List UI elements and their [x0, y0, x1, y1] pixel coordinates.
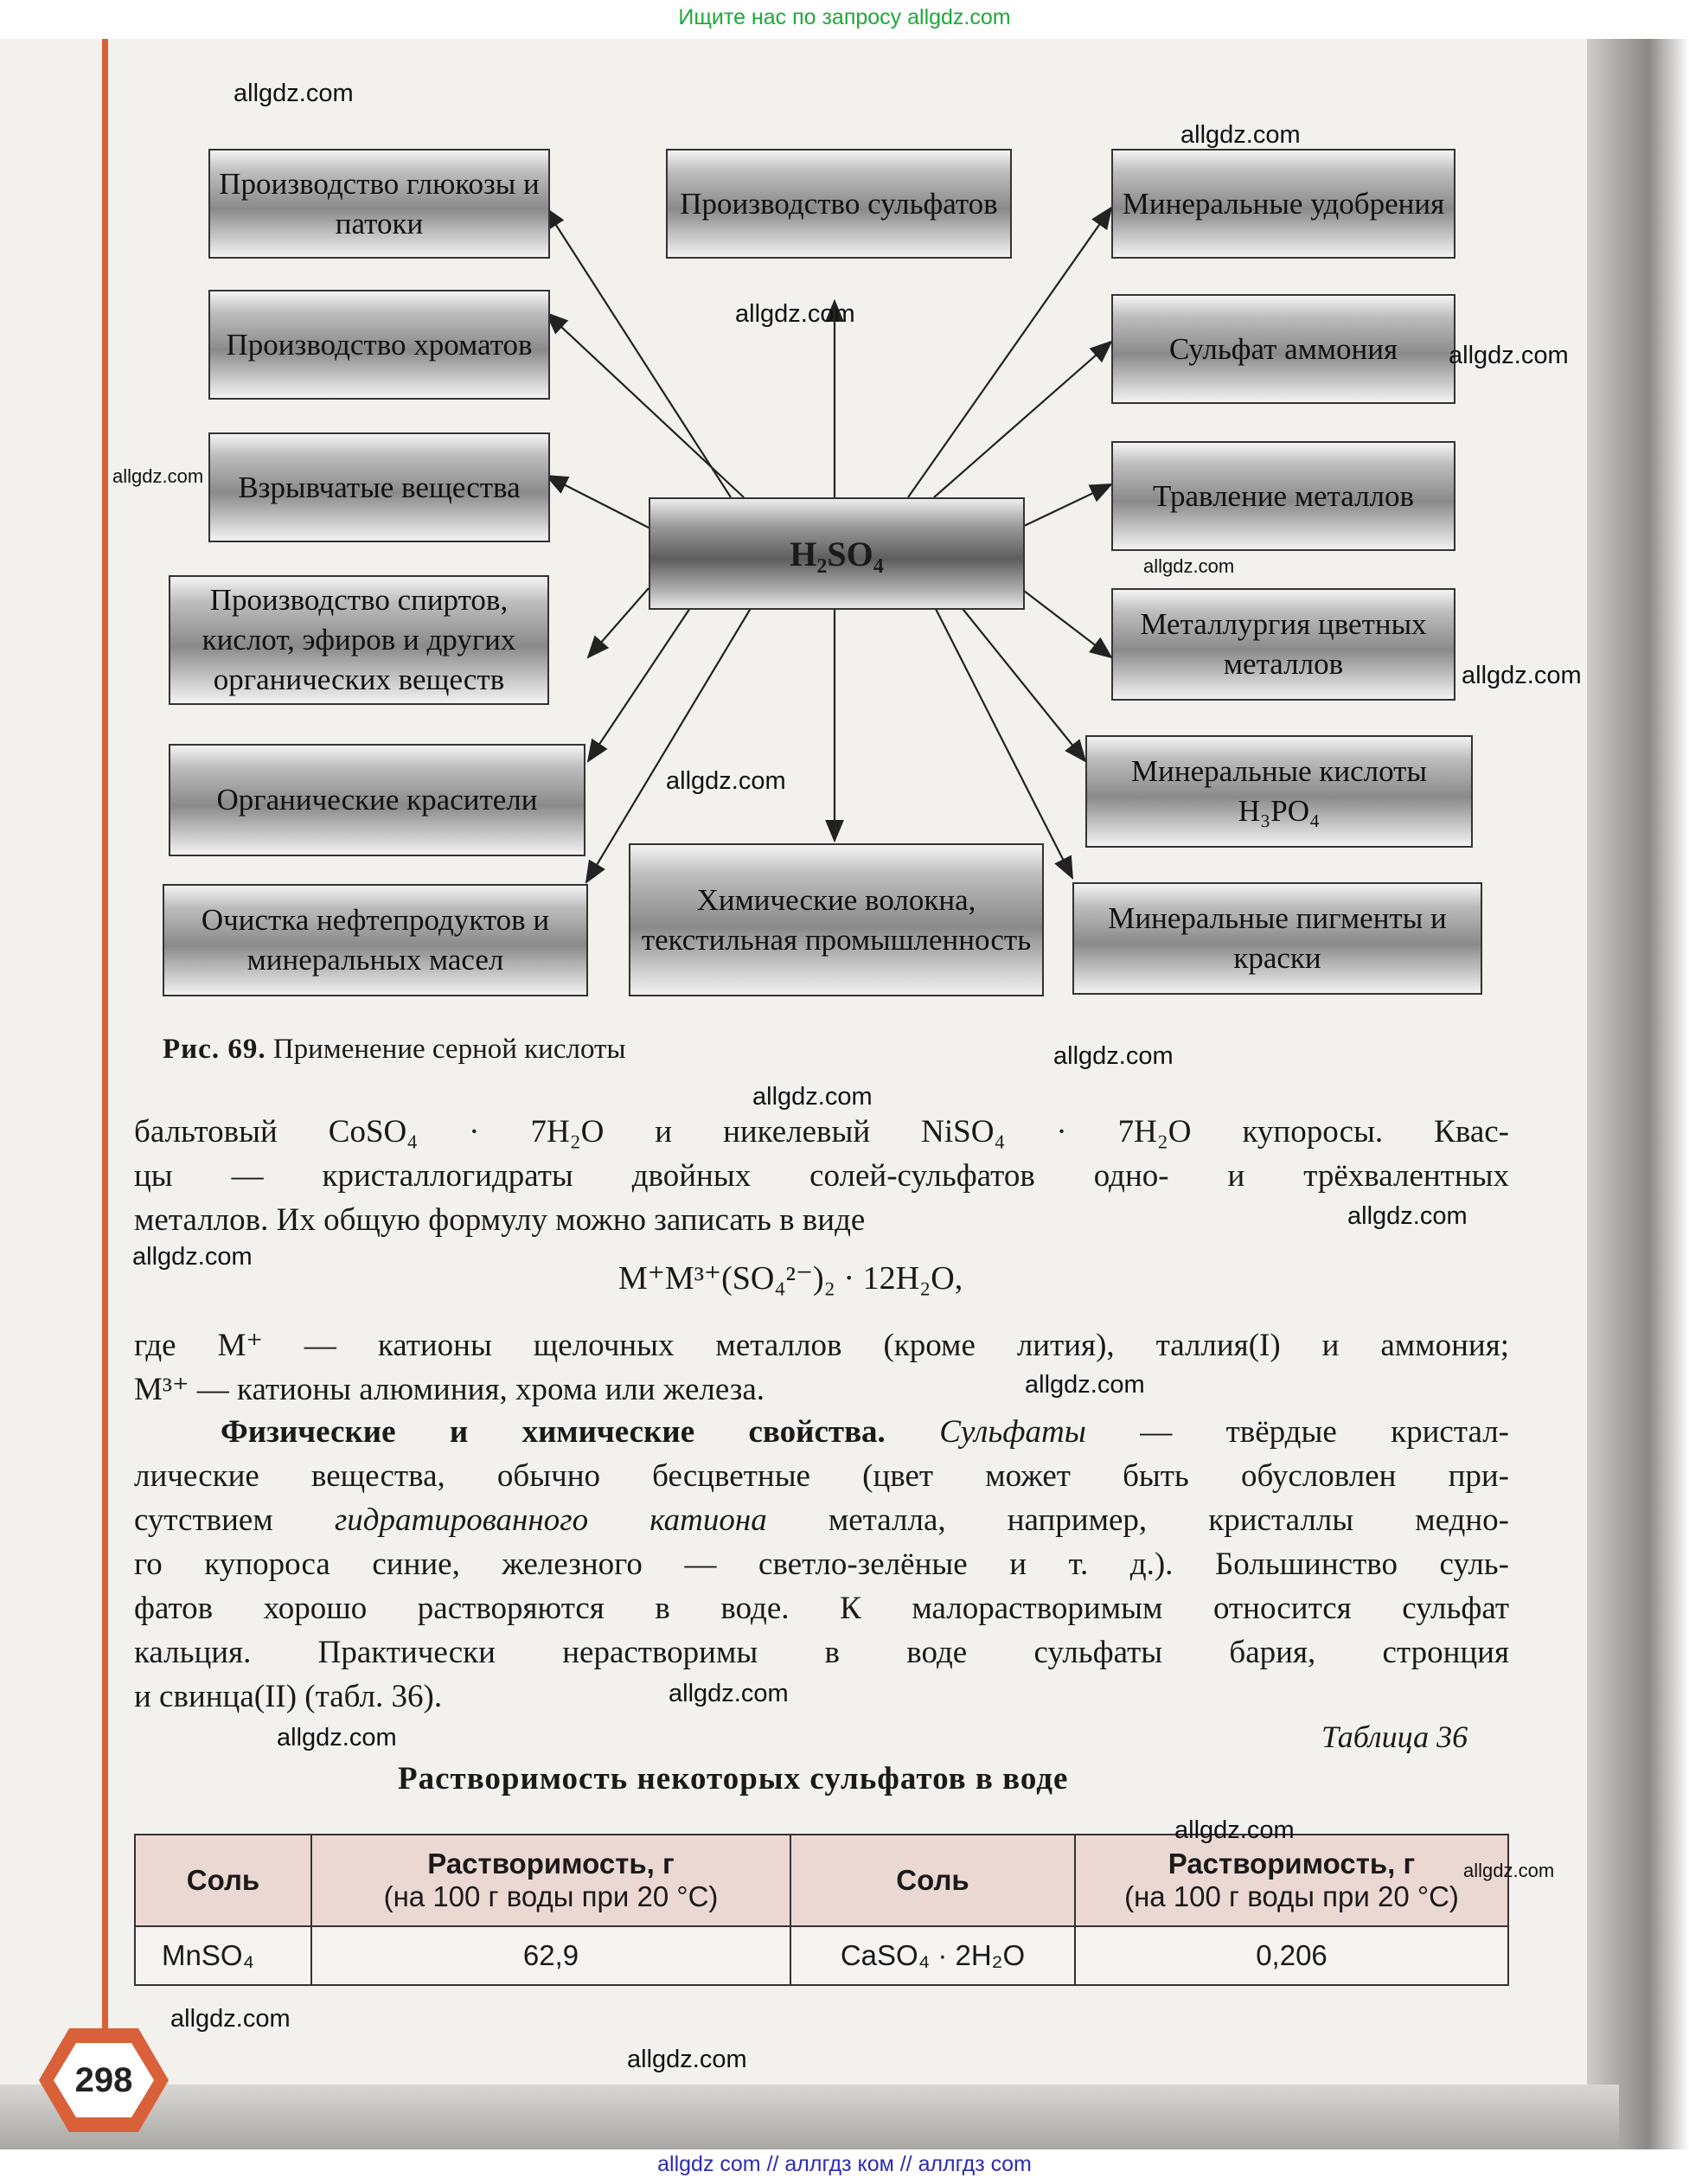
page-edge-shadow	[1587, 39, 1689, 2149]
page-bottom-band	[0, 2085, 1619, 2149]
watermark: allgdz.com	[1143, 555, 1235, 577]
text-line: го купороса синие, железного — светло-зе…	[134, 1547, 1509, 1582]
watermark: allgdz.com	[112, 465, 204, 487]
watermark: allgdz.com	[1462, 662, 1582, 689]
cell-solubility: 0,206	[1074, 1925, 1509, 1986]
watermark: allgdz.com	[1174, 1816, 1295, 1844]
box-organic-production: Производство спиртов, кислот, эфиров и д…	[169, 575, 549, 705]
term-hydrated-cation: гидратированного катиона	[334, 1502, 767, 1538]
hexagon-icon	[39, 2028, 169, 2132]
watermark: allgdz.com	[735, 300, 855, 328]
watermark: allgdz.com	[1449, 342, 1569, 369]
solubility-table: Соль Растворимость, г (на 100 г воды при…	[134, 1834, 1509, 1986]
cell-salt: CaSO₄ · 2H₂O	[790, 1925, 1076, 1986]
text-line: бальтовый CoSO₄ · 7H₂O и никелевый NiSO₄…	[134, 1114, 1509, 1150]
box-mineral-fertilizers: Минеральные удобрения	[1111, 149, 1455, 259]
text-line: цы — кристаллогидраты двойных солей-суль…	[134, 1158, 1509, 1194]
term-sulfates: Сульфаты	[939, 1414, 1086, 1450]
box-chromates-production: Производство хроматов	[208, 290, 550, 400]
watermark: allgdz.com	[627, 2046, 747, 2073]
page-number-badge: 298	[35, 2024, 173, 2136]
cell-salt: MnSO₄	[134, 1925, 312, 1986]
watermark: allgdz.com	[277, 1724, 397, 1752]
watermark: allgdz.com	[170, 2005, 291, 2033]
box-mineral-pigments: Минеральные пигменты и краски	[1072, 882, 1482, 995]
text-line: и свинца(II) (табл. 36).	[134, 1679, 443, 1714]
box-organic-dyes: Органические красители	[169, 744, 585, 856]
cell-solubility: 62,9	[310, 1925, 791, 1986]
watermark: allgdz.com	[1347, 1202, 1468, 1230]
text-line: где M⁺ — катионы щелочных металлов (кром…	[134, 1328, 1509, 1363]
watermark: allgdz.com	[132, 1243, 253, 1271]
figure-caption: Рис. 69. Применение серной кислоты	[163, 1034, 626, 1066]
paragraph-properties: Физические и химические свойства. Сульфа…	[134, 1410, 1509, 1719]
box-oil-refining: Очистка нефтепродуктов и минеральных мас…	[163, 884, 588, 996]
text-line: металлов. Их общую формулу можно записат…	[134, 1202, 866, 1238]
text-line: Физические и химические свойства. Сульфа…	[221, 1414, 1509, 1450]
table-header-row: Соль Растворимость, г (на 100 г воды при…	[134, 1834, 1509, 1927]
paragraph-vitriols: бальтовый CoSO₄ · 7H₂O и никелевый NiSO₄…	[134, 1110, 1509, 1242]
watermark: allgdz.com	[669, 1680, 789, 1707]
text-line: сутствием гидратированного катиона метал…	[134, 1502, 1509, 1538]
header-salt: Соль	[790, 1834, 1076, 1927]
page-number: 298	[74, 2060, 133, 2099]
text-line: кальция. Практически нерастворимы в воде…	[134, 1635, 1509, 1670]
header-salt: Соль	[134, 1834, 312, 1927]
figure-caption-text: Применение серной кислоты	[266, 1034, 626, 1065]
box-chemical-fibers: Химические волокна, текстильная промышле…	[629, 843, 1044, 996]
box-metal-pickling: Травление металлов	[1111, 441, 1455, 551]
table-title: Растворимость некоторых сульфатов в воде	[398, 1761, 1069, 1797]
header-solubility: Растворимость, г (на 100 г воды при 20 °…	[310, 1834, 791, 1927]
box-ammonium-sulfate: Сульфат аммония	[1111, 294, 1455, 404]
section-heading: Физические и химические свойства.	[221, 1414, 886, 1450]
box-glucose-production: Производство глюкозы и патоки	[208, 149, 550, 259]
watermark: allgdz.com	[1180, 121, 1301, 149]
watermark: allgdz.com	[666, 767, 786, 795]
watermark: allgdz.com	[1025, 1371, 1145, 1399]
text-line: M³⁺ — катионы алюминия, хрома или железа…	[134, 1372, 765, 1407]
text-line: фатов хорошо растворяются в воде. К мало…	[134, 1591, 1509, 1626]
center-h2so4: H₂SO₄	[649, 497, 1025, 610]
footer-banner: allgdz com // аллгдз ком // аллгдз com	[657, 2152, 1032, 2176]
top-banner: Ищите нас по запросу allgdz.com	[678, 5, 1011, 29]
box-nonferrous-metallurgy: Металлургия цветных металлов	[1111, 588, 1455, 701]
watermark: allgdz.com	[1463, 1860, 1555, 1881]
watermark: allgdz.com	[1053, 1042, 1174, 1070]
figure-label: Рис. 69.	[163, 1034, 266, 1065]
box-sulfates-production: Производство сульфатов	[666, 149, 1012, 259]
box-explosives: Взрывчатые вещества	[208, 432, 550, 542]
table-number: Таблица 36	[1321, 1720, 1468, 1754]
watermark: allgdz.com	[234, 80, 354, 107]
watermark: allgdz.com	[752, 1083, 873, 1111]
alum-formula: M⁺M³⁺(SO₄²⁻)₂ · 12H₂O,	[618, 1260, 963, 1297]
header-solubility: Растворимость, г (на 100 г воды при 20 °…	[1074, 1834, 1509, 1927]
table-row: MnSO₄ 62,9 CaSO₄ · 2H₂O 0,206	[134, 1925, 1509, 1986]
margin-red-line	[102, 39, 108, 2046]
box-mineral-acids: Минеральные кислоты H₃PO₄	[1085, 735, 1473, 848]
paragraph-cations: где M⁺ — катионы щелочных металлов (кром…	[134, 1323, 1509, 1412]
text-line: лические вещества, обычно бесцветные (цв…	[134, 1458, 1509, 1494]
